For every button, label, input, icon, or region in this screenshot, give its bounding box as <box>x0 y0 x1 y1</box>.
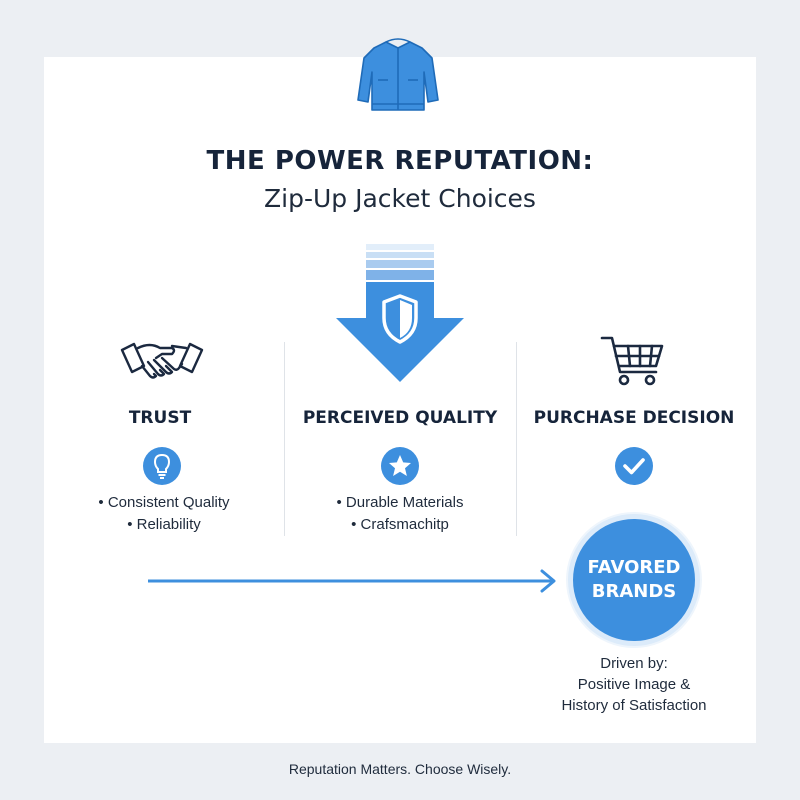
lightbulb-icon <box>143 447 181 485</box>
column-divider-left <box>284 342 285 536</box>
page-title: THE POWER REPUTATION: <box>206 146 594 176</box>
column-divider-right <box>516 342 517 536</box>
flow-arrow <box>148 569 556 593</box>
quality-bullet-2: • Crafsmachitp <box>351 516 449 533</box>
footer-tagline: Reputation Matters. Choose Wisely. <box>288 761 512 777</box>
trust-bullet-2: • Reliability <box>127 516 201 533</box>
driven-by-label: Driven by: <box>600 655 668 672</box>
column-heading-perceived-quality: PERCEIVED QUALITY <box>302 408 498 428</box>
trust-bullet-1: • Consistent Quality <box>98 494 230 511</box>
jacket-icon <box>357 38 439 111</box>
shopping-cart-icon <box>600 336 664 386</box>
checkmark-icon <box>615 447 653 485</box>
quality-bullet-1: • Durable Materials <box>336 494 464 511</box>
column-heading-trust: TRUST <box>128 408 192 428</box>
page-subtitle: Zip-Up Jacket Choices <box>264 184 536 213</box>
favored-brands-circle: FAVORED BRANDS <box>568 514 700 646</box>
favored-brands-line-1: FAVORED <box>587 557 681 578</box>
driven-by-line-3: History of Satisfaction <box>561 697 707 714</box>
column-heading-purchase-decision: PURCHASE DECISION <box>533 408 735 428</box>
star-icon <box>381 447 419 485</box>
favored-brands-line-2: BRANDS <box>591 581 677 602</box>
driven-by-line-2: Positive Image & <box>577 676 691 693</box>
shield-down-arrow-icon <box>336 244 464 382</box>
handshake-icon <box>120 342 204 379</box>
